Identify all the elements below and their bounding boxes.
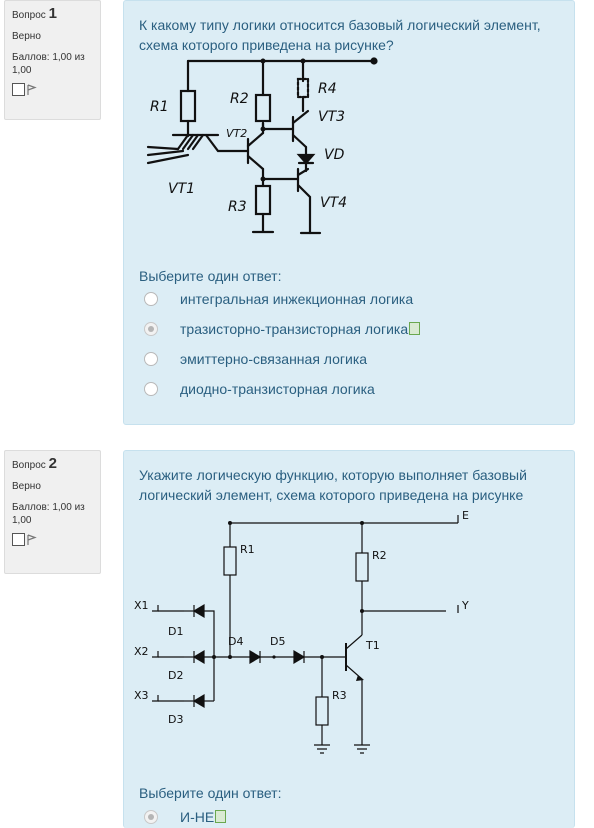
answer-radio-selected[interactable] <box>144 322 158 336</box>
question-state: Верно <box>12 481 41 492</box>
answer-radio[interactable] <box>144 382 158 396</box>
question-content-1: К какому типу логики относится базовый л… <box>123 0 575 425</box>
label-vt2: VT2 <box>226 127 247 140</box>
answer-label: И-НЕ <box>180 809 215 825</box>
question-grade: Баллов: 1,00 из 1,00 <box>12 502 85 526</box>
answer-option[interactable]: диодно-транзисторная логика <box>144 379 375 399</box>
label-vt1: VT1 <box>168 181 195 197</box>
label-r2: R2 <box>230 91 249 107</box>
question-info-1: Вопрос 1 Верно Баллов: 1,00 из 1,00 <box>4 0 101 120</box>
flag-icon <box>27 533 37 545</box>
correct-icon <box>409 322 421 335</box>
correct-icon <box>215 810 227 823</box>
question-number: Вопрос 2 <box>12 455 57 472</box>
answer-option[interactable]: эмиттерно-связанная логика <box>144 349 367 369</box>
answer-label: интегральная инжекционная логика <box>180 291 414 307</box>
label-x3: X3 <box>134 689 149 702</box>
flag-checkbox[interactable] <box>12 83 25 96</box>
label-r3: R3 <box>228 199 247 215</box>
flag-checkbox[interactable] <box>12 533 25 546</box>
answer-radio-selected[interactable] <box>144 810 158 824</box>
circuit-diagram-ttl: R1 R2 R4 VT2 VT3 VD VT1 R3 VT4 <box>146 57 378 235</box>
question-text: К какому типу логики относится базовый л… <box>139 17 541 53</box>
answer-radio[interactable] <box>144 292 158 306</box>
label-r1: R1 <box>150 99 169 115</box>
label-d5: D5 <box>270 635 285 648</box>
label-d3: D3 <box>168 713 183 726</box>
label-e: E <box>462 509 469 522</box>
answer-label: тразисторно-транзисторная логика <box>180 321 409 337</box>
label-r3: R3 <box>332 689 347 702</box>
answer-prompt: Выберите один ответ: <box>139 785 282 801</box>
question-state: Верно <box>12 31 41 42</box>
label-r1: R1 <box>240 543 255 556</box>
answer-radio[interactable] <box>144 352 158 366</box>
question-info-2: Вопрос 2 Верно Баллов: 1,00 из 1,00 <box>4 450 101 574</box>
question-number: Вопрос 1 <box>12 5 57 22</box>
answer-prompt: Выберите один ответ: <box>139 268 282 284</box>
label-x1: X1 <box>134 599 149 612</box>
circuit-diagram-dtl: E Y R1 R2 R3 X1 X2 X3 D1 D2 D3 D4 D5 T1 <box>134 509 469 754</box>
label-r4: R4 <box>318 81 337 97</box>
answer-label: диодно-транзисторная логика <box>180 381 375 397</box>
label-vd: VD <box>324 147 345 163</box>
label-r2: R2 <box>372 549 387 562</box>
question-content-2: Укажите логическую функцию, которую выпо… <box>123 450 575 828</box>
flag-question-button[interactable] <box>12 83 93 96</box>
label-d2: D2 <box>168 669 183 682</box>
label-d1: D1 <box>168 625 183 638</box>
label-vt3: VT3 <box>318 109 345 125</box>
answer-option[interactable]: интегральная инжекционная логика <box>144 289 413 309</box>
flag-icon <box>27 83 37 95</box>
label-x2: X2 <box>134 645 149 658</box>
answer-option[interactable]: И-НЕ <box>144 807 227 827</box>
answer-label: эмиттерно-связанная логика <box>180 351 368 367</box>
question-text: Укажите логическую функцию, которую выпо… <box>139 467 527 503</box>
answer-option[interactable]: тразисторно-транзисторная логика <box>144 319 421 339</box>
flag-question-button[interactable] <box>12 533 93 546</box>
label-d4: D4 <box>228 635 243 648</box>
label-vt4: VT4 <box>320 195 347 211</box>
label-y: Y <box>461 599 469 612</box>
label-t1: T1 <box>365 639 380 652</box>
question-grade: Баллов: 1,00 из 1,00 <box>12 52 85 76</box>
